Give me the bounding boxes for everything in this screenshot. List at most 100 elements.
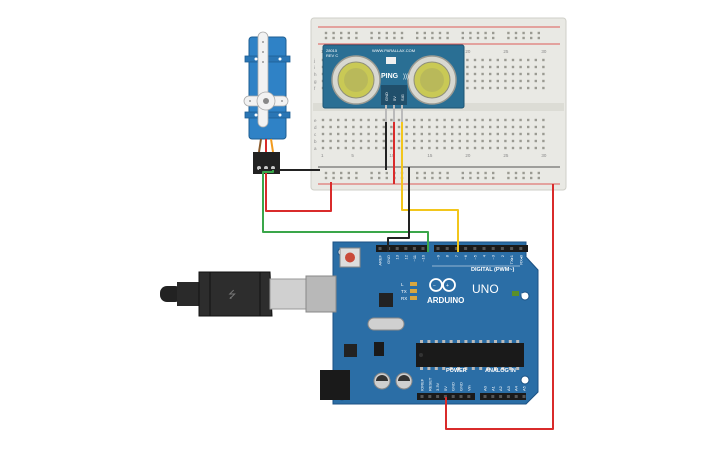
rail-hole bbox=[378, 36, 381, 40]
breadboard-hole bbox=[473, 65, 477, 69]
sensor-maker: WWW.PARALLAX.COM bbox=[372, 48, 415, 53]
rail-hole bbox=[347, 176, 350, 180]
header-socket[interactable] bbox=[445, 247, 449, 250]
analog-pin-label: A4 bbox=[514, 385, 519, 391]
breadboard-hole bbox=[443, 118, 446, 122]
breadboard-hole bbox=[504, 79, 507, 83]
header-socket[interactable] bbox=[436, 247, 440, 250]
header-socket[interactable] bbox=[443, 395, 447, 398]
rail-hole bbox=[355, 176, 358, 180]
header-socket[interactable] bbox=[395, 247, 399, 250]
ping-ultrasonic-sensor[interactable]: 28015 REV C WWW.PARALLAX.COM PING ))) GN… bbox=[322, 44, 465, 122]
header-socket[interactable] bbox=[412, 247, 416, 250]
header-socket[interactable] bbox=[491, 395, 495, 398]
breadboard-hole bbox=[382, 132, 385, 136]
row-letter: a bbox=[314, 146, 317, 151]
header-socket[interactable] bbox=[506, 395, 510, 398]
wire-servo-power bbox=[265, 170, 332, 212]
header-socket[interactable] bbox=[428, 395, 432, 398]
rail-hole bbox=[537, 31, 540, 35]
breadboard-hole bbox=[481, 65, 484, 69]
rail-hole bbox=[461, 171, 464, 175]
breadboard-hole bbox=[420, 139, 423, 143]
rail-hole bbox=[446, 171, 449, 175]
rail-hole bbox=[416, 31, 419, 35]
sensor-pin-label: GND bbox=[384, 92, 389, 101]
header-socket[interactable] bbox=[522, 395, 526, 398]
arduino-model: UNO bbox=[472, 282, 499, 296]
breadboard-hole bbox=[542, 86, 545, 90]
rail-hole bbox=[378, 176, 381, 180]
reset-button[interactable] bbox=[339, 247, 361, 268]
rail-hole bbox=[423, 36, 426, 40]
header-socket[interactable] bbox=[454, 247, 458, 250]
header-socket[interactable] bbox=[519, 247, 523, 250]
header-socket[interactable] bbox=[451, 395, 455, 398]
header-socket[interactable] bbox=[483, 395, 487, 398]
breadboard-hole bbox=[451, 132, 454, 136]
rail-hole bbox=[385, 36, 388, 40]
header-socket[interactable] bbox=[436, 395, 440, 398]
header-socket[interactable] bbox=[467, 395, 471, 398]
header-socket[interactable] bbox=[421, 247, 425, 250]
rail-hole bbox=[522, 176, 525, 180]
breadboard-hole bbox=[390, 146, 393, 150]
rail-hole bbox=[355, 36, 358, 40]
breadboard-hole bbox=[435, 132, 439, 136]
breadboard-hole bbox=[413, 125, 416, 129]
analog-label: ANALOG IN bbox=[485, 368, 516, 374]
breadboard-hole bbox=[458, 118, 461, 122]
header-socket[interactable] bbox=[499, 395, 503, 398]
breadboard-hole bbox=[397, 146, 401, 150]
header-socket[interactable] bbox=[491, 247, 495, 250]
header-socket[interactable] bbox=[500, 247, 504, 250]
breadboard-hole bbox=[405, 132, 408, 136]
led-icon bbox=[410, 282, 417, 286]
breadboard-hole bbox=[359, 118, 363, 122]
rail-hole bbox=[332, 176, 335, 180]
breadboard-hole bbox=[519, 125, 522, 129]
breadboard-hole bbox=[489, 72, 492, 76]
breadboard-hole bbox=[405, 146, 408, 150]
digital-pin-label: GND bbox=[386, 255, 391, 264]
rail-hole bbox=[469, 171, 472, 175]
header-socket[interactable] bbox=[510, 247, 514, 250]
header-socket[interactable] bbox=[420, 395, 424, 398]
servo-horn-icon[interactable] bbox=[243, 31, 289, 128]
usb-icon: ⭍ bbox=[228, 289, 236, 301]
header-socket[interactable] bbox=[482, 247, 486, 250]
breadboard-hole bbox=[481, 72, 484, 76]
servo-motor[interactable] bbox=[243, 31, 291, 174]
rail-hole bbox=[514, 176, 518, 180]
header-socket[interactable] bbox=[378, 247, 382, 250]
breadboard-hole bbox=[321, 132, 325, 136]
digital-header-right bbox=[434, 245, 528, 252]
header-socket[interactable] bbox=[459, 395, 463, 398]
header-socket[interactable] bbox=[473, 247, 477, 250]
usb-cable[interactable]: ⭍ bbox=[160, 271, 337, 317]
breadboard-hole bbox=[359, 139, 363, 143]
breadboard-hole bbox=[405, 118, 408, 122]
breadboard-hole bbox=[413, 139, 416, 143]
column-number: 5 bbox=[351, 153, 354, 158]
rail-hole bbox=[446, 36, 449, 40]
rail-hole bbox=[355, 31, 358, 35]
sensor-name: PING bbox=[381, 73, 399, 80]
rail-hole bbox=[370, 171, 373, 175]
rail-hole bbox=[537, 36, 540, 40]
header-socket[interactable] bbox=[464, 247, 468, 250]
breadboard-hole bbox=[337, 132, 340, 136]
header-socket[interactable] bbox=[404, 247, 408, 250]
column-number: 1 bbox=[321, 153, 324, 158]
rail-hole bbox=[484, 36, 487, 40]
breadboard-hole bbox=[435, 139, 439, 143]
breadboard-hole bbox=[321, 125, 325, 129]
arduino-brand: ARDUINO bbox=[427, 296, 464, 305]
rail-hole bbox=[492, 31, 495, 35]
breadboard-hole bbox=[481, 58, 484, 62]
header-socket[interactable] bbox=[514, 395, 518, 398]
breadboard-hole bbox=[382, 139, 385, 143]
rail-hole bbox=[476, 36, 480, 40]
